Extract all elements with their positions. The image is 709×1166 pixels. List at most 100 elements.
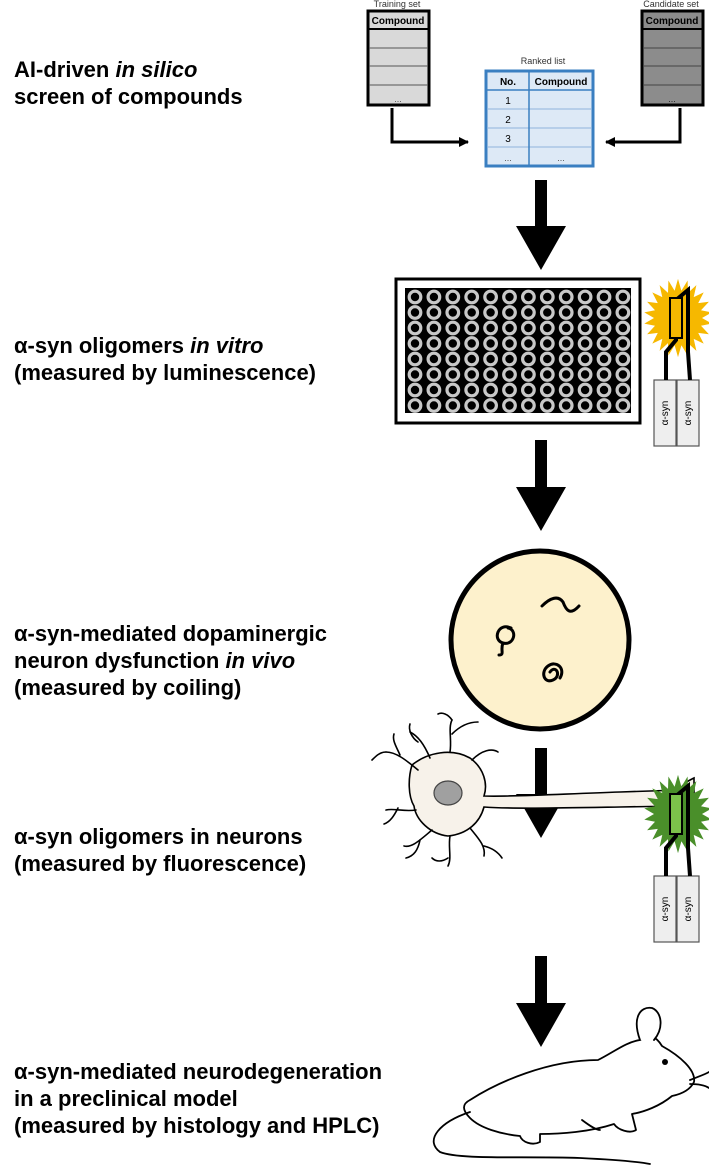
well-center xyxy=(524,323,533,333)
well-center xyxy=(448,308,457,317)
well-center xyxy=(486,370,495,379)
well-center xyxy=(618,339,628,348)
neuron xyxy=(371,712,695,867)
well-center xyxy=(410,323,420,333)
well-center xyxy=(486,354,495,364)
well-center xyxy=(599,401,609,410)
well-center xyxy=(580,370,590,379)
mouse-eye xyxy=(662,1059,668,1065)
well-center xyxy=(543,339,552,348)
well-center xyxy=(599,370,609,379)
well-center xyxy=(599,323,609,333)
stage-2-label: α-syn oligomers in vitro (measured by lu… xyxy=(14,333,317,385)
mouse-ear xyxy=(635,1006,662,1041)
mouse xyxy=(432,1006,709,1165)
well-center xyxy=(448,339,457,348)
stage-3-label: α-syn-mediated dopaminergic neuron dysfu… xyxy=(14,621,328,700)
well-center xyxy=(486,385,495,395)
ranked-col-no: No. xyxy=(500,77,516,88)
well-center xyxy=(562,292,571,302)
well-center xyxy=(580,401,590,410)
well-center xyxy=(410,308,420,317)
ranked-row-3: 3 xyxy=(505,134,511,145)
candidate-set-caption: Candidate set xyxy=(643,0,699,9)
well-center xyxy=(410,401,420,410)
stage-1-label: AI-driven in silico screen of compounds xyxy=(14,57,243,109)
well-center xyxy=(562,354,571,364)
probe-label-right-2: α-syn xyxy=(683,897,694,922)
candidate-set-ellipsis: ... xyxy=(668,94,676,104)
training-set-table: Training set Compound ... xyxy=(366,0,431,107)
well-center xyxy=(543,401,552,410)
well-center xyxy=(429,339,439,348)
candidate-set-header: Compound xyxy=(646,16,699,27)
well-center xyxy=(467,308,476,317)
well-center xyxy=(410,370,420,379)
well-center xyxy=(429,385,439,395)
well-center xyxy=(618,323,628,333)
well-center xyxy=(562,308,571,317)
well-center xyxy=(505,401,514,410)
well-center xyxy=(524,292,533,302)
well-center xyxy=(486,323,495,333)
mouse-tail xyxy=(432,1111,651,1165)
ranked-list-caption: Ranked list xyxy=(521,56,566,66)
well-center xyxy=(562,370,571,379)
worm-3 xyxy=(542,662,564,683)
well-center xyxy=(410,292,420,302)
well-center xyxy=(618,354,628,364)
worm-1 xyxy=(540,596,581,613)
ranked-row-4: ... xyxy=(504,153,512,163)
ranked-row-1: 1 xyxy=(505,96,511,107)
petri-dish xyxy=(448,548,632,732)
well-center xyxy=(505,339,514,348)
ranked-col-compound: Compound xyxy=(535,77,588,88)
well-center xyxy=(618,401,628,410)
well-center xyxy=(524,339,533,348)
ranked-list-table: Ranked list No. Compound 1 2 3 ... ... xyxy=(484,56,595,168)
well-center xyxy=(543,308,552,317)
candidate-set-table: Candidate set Compound ... xyxy=(640,0,705,107)
well-center xyxy=(543,385,552,395)
well-center xyxy=(580,354,590,364)
well-center xyxy=(467,292,476,302)
well-center xyxy=(448,385,457,395)
training-set-caption: Training set xyxy=(374,0,421,9)
well-center xyxy=(599,385,609,395)
well-center xyxy=(448,354,457,364)
well-center xyxy=(429,308,439,317)
well-center xyxy=(429,401,439,410)
well-center xyxy=(505,370,514,379)
flow-arrow-1 xyxy=(516,180,566,270)
training-set-ellipsis: ... xyxy=(394,94,402,104)
well-center xyxy=(543,354,552,364)
well-center xyxy=(410,339,420,348)
probe-label-left-2: α-syn xyxy=(660,897,671,922)
flow-arrows xyxy=(516,180,566,1047)
well-center xyxy=(543,292,552,302)
well-center xyxy=(562,385,571,395)
well-center xyxy=(467,401,476,410)
well-center xyxy=(467,323,476,333)
well-center xyxy=(599,354,609,364)
well-center xyxy=(580,308,590,317)
well-center xyxy=(618,370,628,379)
well-center xyxy=(448,401,457,410)
well-center xyxy=(486,308,495,317)
luminescence-probe: α-syn α-syn xyxy=(644,278,709,447)
well-center xyxy=(524,385,533,395)
well-center xyxy=(599,292,609,302)
well-center xyxy=(505,385,514,395)
well-center xyxy=(524,308,533,317)
flow-arrow-2 xyxy=(516,440,566,531)
training-set-header: Compound xyxy=(372,16,425,27)
well-plate xyxy=(394,277,642,425)
stage-4-label: α-syn oligomers in neurons (measured by … xyxy=(14,824,307,876)
neuron-nucleus xyxy=(433,780,463,806)
flow-arrow-4 xyxy=(516,956,566,1047)
well-center xyxy=(543,370,552,379)
well-center xyxy=(580,292,590,302)
well-center xyxy=(618,292,628,302)
well-center xyxy=(562,401,571,410)
